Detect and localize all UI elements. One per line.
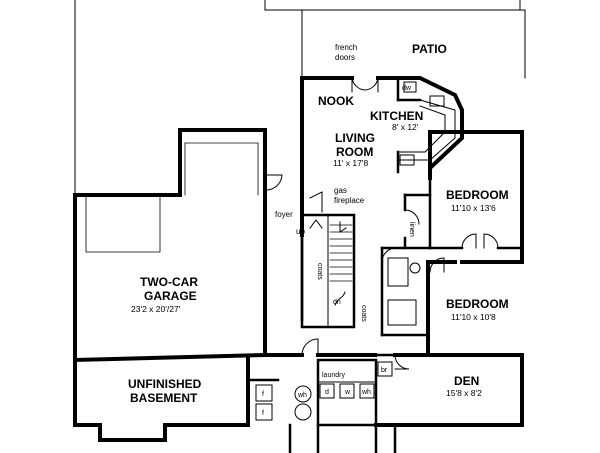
- nook-label: NOOK: [318, 94, 354, 108]
- patio: [301, 9, 526, 79]
- french-doors-label-1: french: [335, 43, 357, 52]
- kitchen-dims: 8' x 12': [392, 122, 419, 132]
- bedroom2-dims: 11'10 x 10'8: [451, 312, 496, 322]
- garage-dims: 23'2 x 20'/27': [131, 304, 181, 314]
- furnace-label-lower: f: [262, 410, 264, 417]
- coats-label-lower: coats: [360, 305, 367, 322]
- washer-label: w: [344, 389, 351, 396]
- water-heater-label-upper: wh: [297, 392, 307, 399]
- room-labels: PATIO french doors NOOK dw KITCHEN 8' x …: [128, 42, 509, 417]
- interior-walls: [263, 76, 524, 357]
- dw-label: dw: [402, 85, 412, 92]
- doors: [264, 77, 499, 370]
- garage-label-2: GARAGE: [144, 289, 197, 303]
- basement-label-2: BASEMENT: [130, 391, 198, 405]
- fixtures: [309, 81, 445, 326]
- coats-label-upper: coats: [316, 263, 323, 280]
- linen-label: linen: [408, 222, 415, 237]
- living-room-dims: 11' x 17'8: [333, 158, 368, 168]
- foyer-label: foyer: [275, 210, 293, 219]
- garage-walls: [72, 128, 268, 363]
- bedroom2-label: BEDROOM: [446, 297, 509, 311]
- living-room-label-2: ROOM: [336, 145, 373, 159]
- garage-label-1: TWO-CAR: [140, 275, 198, 289]
- den-dims: 15'8 x 8'2: [446, 388, 482, 398]
- gas-fireplace-label-1: gas: [334, 186, 347, 195]
- up-label: up: [296, 227, 305, 236]
- laundry-den-walls: [316, 353, 524, 453]
- basement-label-1: UNFINISHED: [128, 377, 202, 391]
- living-room-label-1: LIVING: [335, 131, 375, 145]
- stairs: [309, 219, 353, 306]
- patio-label: PATIO: [412, 42, 447, 56]
- dn-label: dn: [333, 299, 341, 306]
- water-heater-label-den: wh: [361, 389, 371, 396]
- den-label: DEN: [454, 374, 479, 388]
- dryer-label: d: [325, 389, 329, 396]
- gas-fireplace-label-2: fireplace: [334, 196, 365, 205]
- basement-walls: [73, 356, 320, 453]
- bedroom1-dims: 11'10 x 13'6: [451, 203, 496, 213]
- bedroom1-label: BEDROOM: [446, 188, 509, 202]
- br-label: br: [381, 367, 388, 374]
- kitchen-label: KITCHEN: [370, 109, 423, 123]
- furnace-label-upper: f: [262, 391, 264, 398]
- french-doors-label-2: doors: [335, 53, 355, 62]
- laundry-label: laundry: [322, 372, 345, 379]
